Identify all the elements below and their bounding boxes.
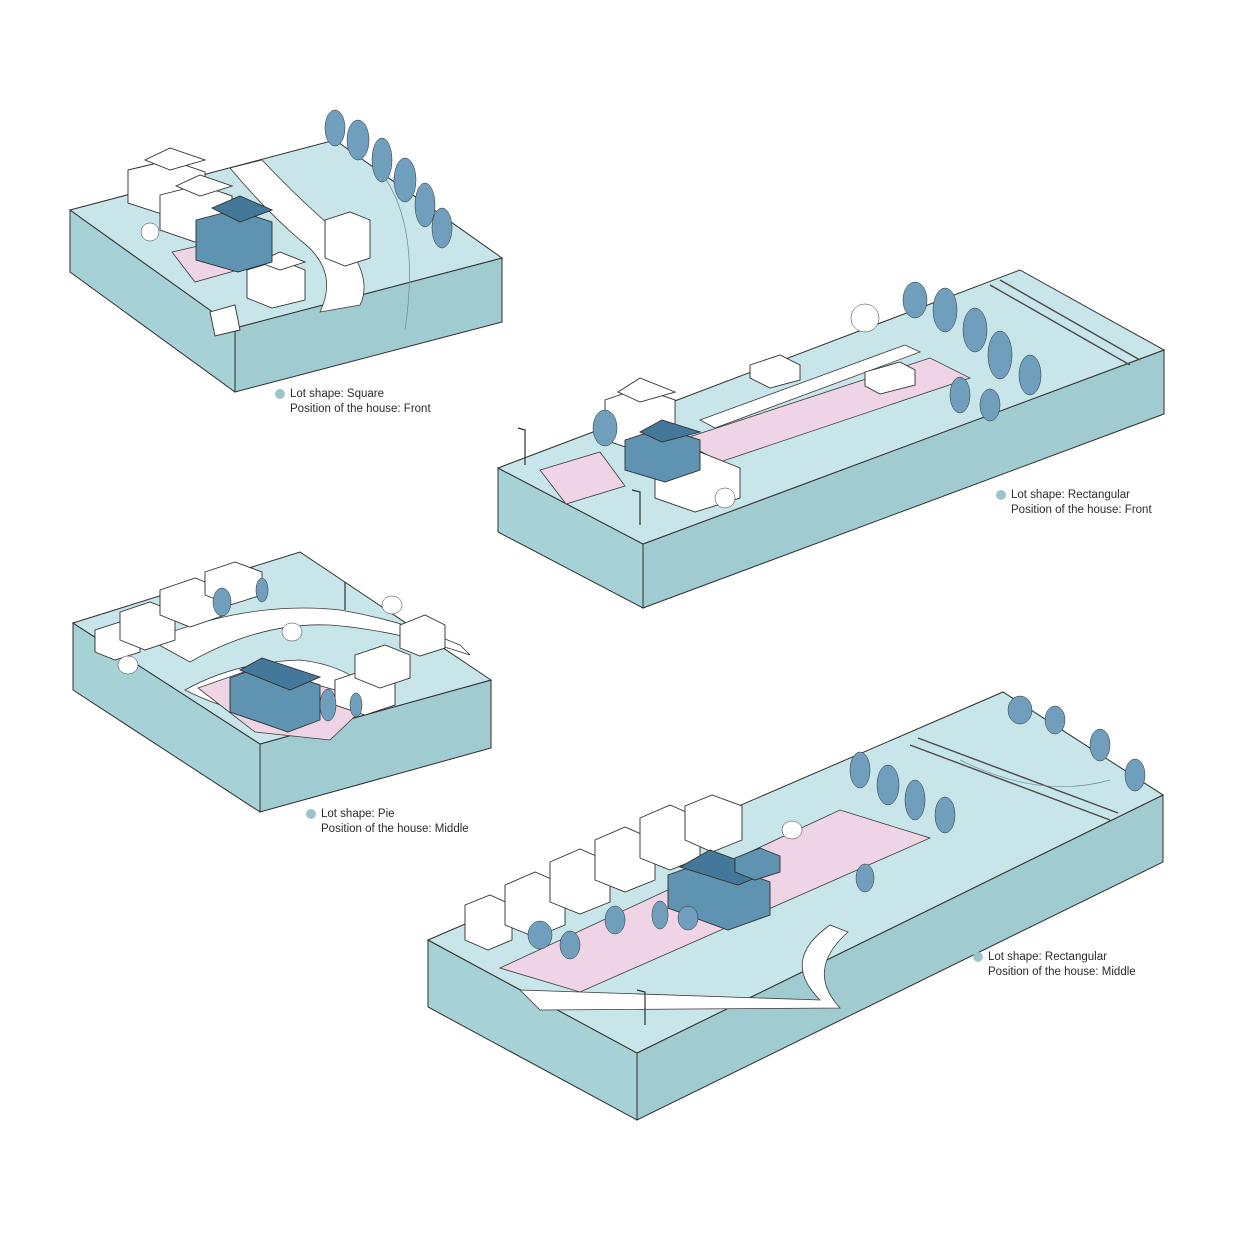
tree-cluster bbox=[117, 577, 403, 722]
legend-dot bbox=[996, 490, 1006, 500]
subject-house bbox=[195, 195, 274, 273]
legend-lot-shape: Lot shape: Rectangular bbox=[1011, 489, 1130, 501]
railway-track bbox=[917, 737, 1119, 814]
legend-lot-shape: Lot shape: Pie bbox=[321, 808, 395, 820]
legend-house-position: Position of the house: Middle bbox=[988, 966, 1136, 978]
diagram-square-front bbox=[68, 109, 504, 393]
contour-line bbox=[384, 177, 410, 331]
front-yard-lot bbox=[539, 451, 626, 505]
railway-track bbox=[999, 279, 1141, 361]
street-light bbox=[517, 427, 526, 465]
curved-street bbox=[149, 607, 471, 663]
legend-house-position: Position of the house: Front bbox=[1011, 504, 1152, 516]
legend-rectangular-middle: Lot shape: Rectangular Position of the h… bbox=[973, 950, 1136, 980]
street-light bbox=[631, 489, 641, 525]
diagram-rectangular-front bbox=[496, 269, 1166, 609]
contour-line bbox=[959, 759, 1111, 787]
curved-street bbox=[229, 159, 365, 313]
legend-lot-shape: Lot shape: Rectangular bbox=[988, 951, 1107, 963]
legend-house-position: Position of the house: Front bbox=[290, 403, 431, 415]
legend-rectangular-front: Lot shape: Rectangular Position of the h… bbox=[996, 488, 1152, 518]
legend-pie-middle: Lot shape: Pie Position of the house: Mi… bbox=[306, 807, 469, 837]
tree-cluster bbox=[140, 109, 453, 249]
legend-dot bbox=[973, 952, 983, 962]
railway-track bbox=[989, 284, 1131, 366]
subject-house bbox=[229, 657, 322, 733]
diagram-rectangular-middle bbox=[426, 691, 1165, 1121]
subject-house bbox=[624, 419, 702, 483]
legend-lot-shape: Lot shape: Square bbox=[290, 388, 384, 400]
railway-track bbox=[909, 744, 1111, 821]
neighbour-houses bbox=[127, 147, 371, 337]
legend-dot bbox=[275, 389, 285, 399]
diagram-pie-middle bbox=[71, 551, 493, 813]
legend-house-position: Position of the house: Middle bbox=[321, 823, 469, 835]
tree-cluster bbox=[592, 281, 1042, 509]
legend-square-front: Lot shape: Square Position of the house:… bbox=[275, 387, 431, 417]
street bbox=[519, 924, 849, 1011]
driveway bbox=[699, 344, 922, 429]
townhouse-row bbox=[464, 794, 743, 951]
street-light bbox=[636, 989, 646, 1025]
tree-cluster bbox=[527, 695, 1146, 960]
legend-dot bbox=[306, 809, 316, 819]
